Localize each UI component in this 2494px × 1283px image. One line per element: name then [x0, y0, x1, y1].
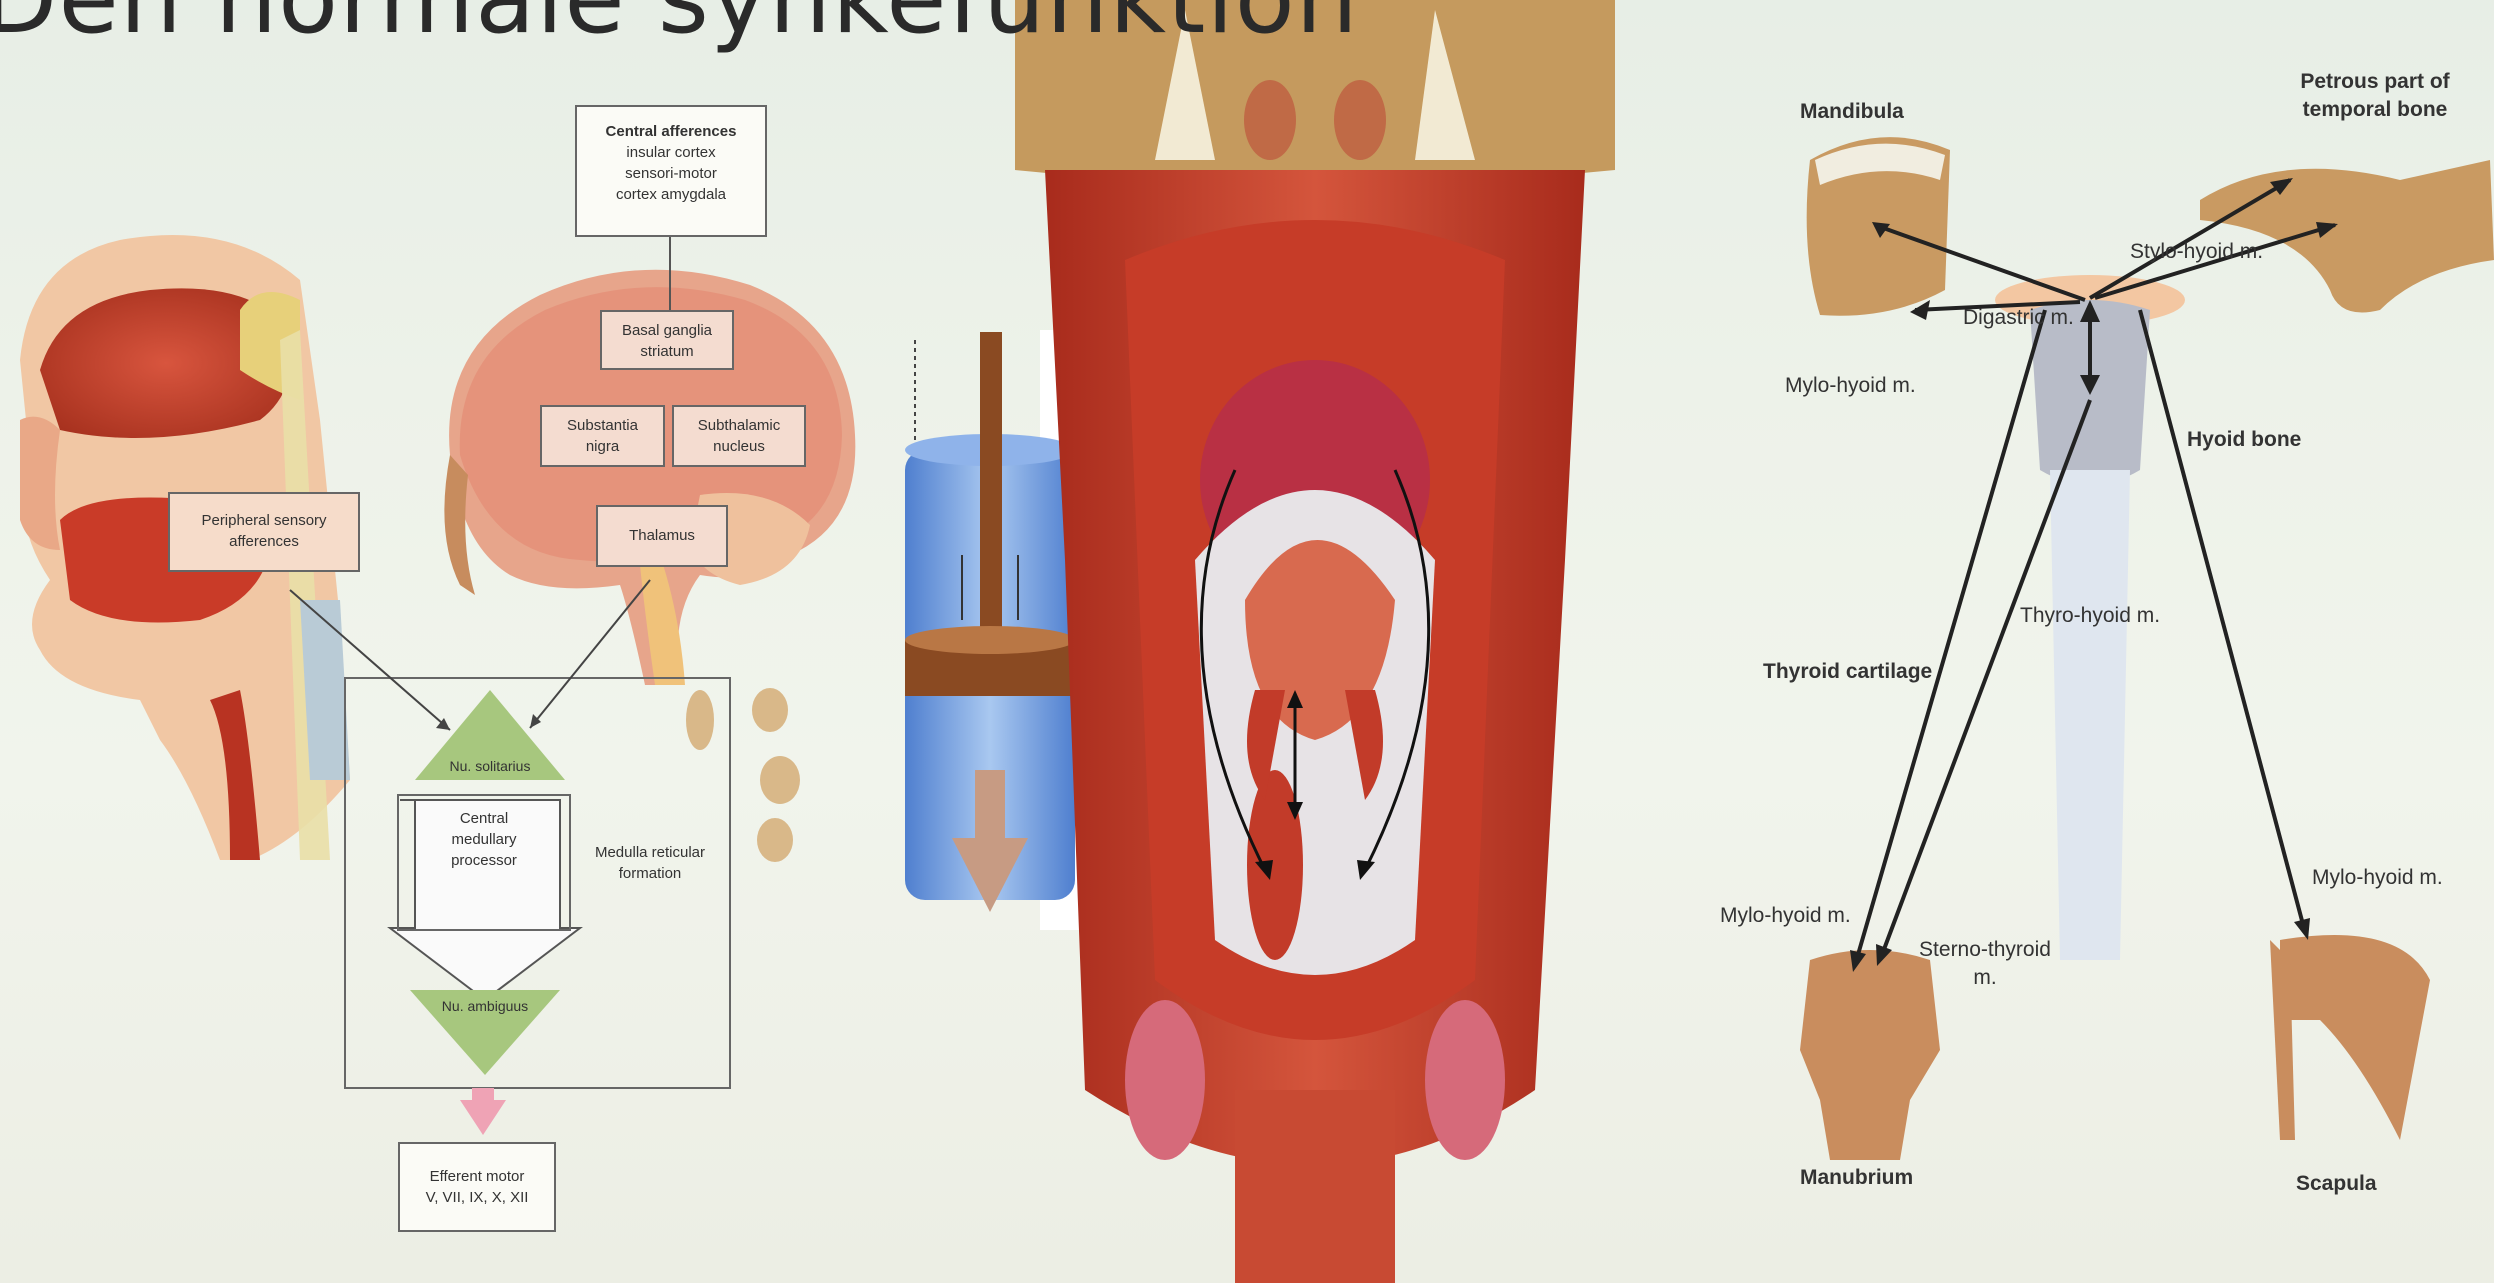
basal-ganglia-box: Basal ganglia striatum	[600, 310, 734, 370]
thalamus-box: Thalamus	[596, 505, 728, 567]
peripheral-sensory-box: Peripheral sensory afferences	[168, 492, 360, 572]
nu-ambiguus-label: Nu. ambiguus	[435, 998, 535, 1014]
efferent-motor-line: V, VII, IX, X, XII	[400, 1187, 554, 1208]
label-mylo-hyoid-left: Mylo-hyoid m.	[1720, 904, 1851, 928]
hyoid-muscles-illustration	[1640, 60, 2494, 1240]
subthalamic-line: nucleus	[674, 436, 804, 457]
pharynx-posterior-illustration	[1005, 0, 1625, 1283]
subthalamic-line: Subthalamic	[674, 415, 804, 436]
basal-ganglia-line: striatum	[602, 341, 732, 362]
central-afferences-line: insular cortex	[577, 142, 765, 163]
label-digastric: Digastric m.	[1963, 306, 2074, 330]
label-sterno-thyroid-line: Sterno-thyroid	[1910, 936, 2060, 964]
central-afferences-box: Central afferences insular cortex sensor…	[575, 105, 767, 237]
peripheral-sensory-line: afferences	[170, 531, 358, 552]
label-petrous-line: temporal bone	[2280, 96, 2470, 124]
substantia-nigra-line: nigra	[542, 436, 663, 457]
nu-solitarius-label: Nu. solitarius	[440, 758, 540, 774]
label-mylo-hyoid-top: Mylo-hyoid m.	[1785, 374, 1916, 398]
label-petrous: Petrous part of temporal bone	[2280, 68, 2470, 124]
label-thyroid-cartilage: Thyroid cartilage	[1763, 660, 1932, 684]
label-petrous-line: Petrous part of	[2280, 68, 2470, 96]
substantia-nigra-box: Substantia nigra	[540, 405, 665, 467]
central-afferences-title: Central afferences	[577, 121, 765, 142]
medulla-reticular-line: Medulla reticular	[575, 842, 725, 863]
subthalamic-nucleus-box: Subthalamic nucleus	[672, 405, 806, 467]
label-thyro-hyoid: Thyro-hyoid m.	[2020, 604, 2160, 628]
label-mandibula: Mandibula	[1800, 100, 1904, 124]
basal-ganglia-line: Basal ganglia	[602, 320, 732, 341]
label-hyoid-bone: Hyoid bone	[2187, 428, 2301, 452]
label-manubrium: Manubrium	[1800, 1166, 1913, 1190]
peripheral-sensory-line: Peripheral sensory	[170, 510, 358, 531]
central-medullary-line: processor	[415, 850, 553, 871]
medulla-reticular-label: Medulla reticular formation	[575, 842, 725, 884]
central-medullary-line: medullary	[415, 829, 553, 850]
label-mylo-hyoid-right: Mylo-hyoid m.	[2312, 866, 2443, 890]
central-afferences-line: sensori-motor	[577, 163, 765, 184]
central-medullary-label: Central medullary processor	[415, 808, 553, 871]
label-sterno-thyroid: Sterno-thyroid m.	[1910, 936, 2060, 992]
medulla-reticular-line: formation	[575, 863, 725, 884]
label-sterno-thyroid-line: m.	[1910, 964, 2060, 992]
central-afferences-line: cortex amygdala	[577, 184, 765, 205]
efferent-motor-box: Efferent motor V, VII, IX, X, XII	[398, 1142, 556, 1232]
nu-solitarius-triangle	[415, 690, 565, 790]
efferent-motor-line: Efferent motor	[400, 1166, 554, 1187]
central-medullary-line: Central	[415, 808, 553, 829]
label-scapula: Scapula	[2296, 1172, 2377, 1196]
slide-title: Den normale synkefunktion	[0, 0, 1359, 56]
substantia-nigra-line: Substantia	[542, 415, 663, 436]
label-stylo-hyoid: Stylo-hyoid m.	[2130, 240, 2263, 264]
